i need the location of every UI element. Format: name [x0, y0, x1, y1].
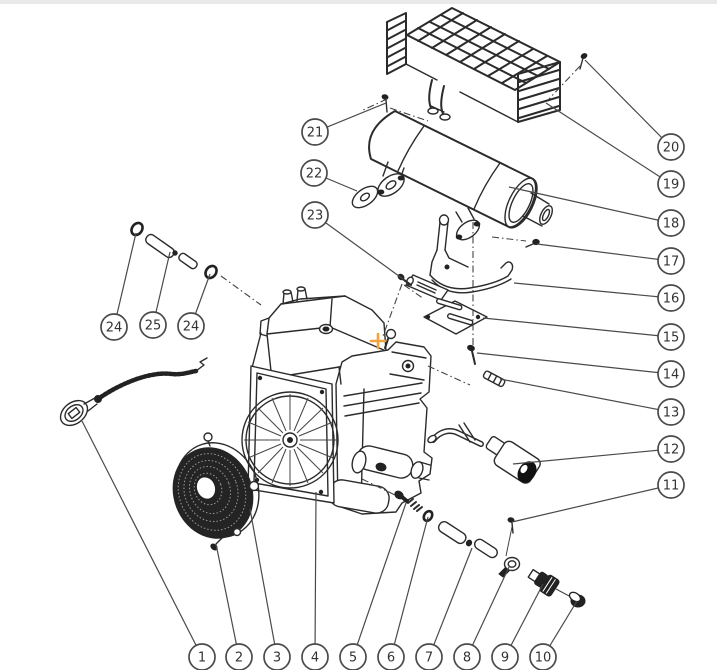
callout-number: 1 — [198, 651, 206, 666]
leader-line-7-6 — [428, 547, 473, 658]
callout-21-20[interactable]: 21 — [301, 118, 329, 146]
callout-number: 7 — [425, 651, 433, 666]
callout-4-3[interactable]: 4 — [301, 643, 329, 670]
callout-24-25[interactable]: 24 — [177, 312, 205, 340]
callout-number: 22 — [306, 167, 323, 182]
leader-line-20-19 — [584, 59, 672, 148]
callout-1-0[interactable]: 1 — [188, 643, 216, 670]
leader-line-24-23 — [113, 232, 137, 328]
callout-number: 15 — [663, 331, 680, 346]
callout-number: 2 — [235, 651, 243, 666]
callout-14-13[interactable]: 14 — [657, 360, 685, 388]
callout-number: 18 — [663, 217, 680, 232]
callout-17-16[interactable]: 17 — [657, 247, 685, 275]
callout-number: 8 — [463, 651, 471, 666]
leader-line-1-0 — [81, 420, 203, 658]
pin-and-washers-drawing — [130, 221, 218, 280]
leader-line-18-17 — [508, 186, 672, 224]
callout-19-18[interactable]: 19 — [657, 170, 685, 198]
leader-line-4-3 — [314, 491, 317, 658]
leader-line-19-18 — [545, 102, 672, 185]
callout-number: 17 — [663, 255, 680, 270]
callout-number: 25 — [145, 319, 162, 334]
callout-24-23[interactable]: 24 — [100, 313, 128, 341]
leader-line-5-4 — [352, 502, 407, 658]
callout-12-11[interactable]: 12 — [657, 435, 685, 463]
leader-line-17-16 — [536, 243, 672, 262]
click-marker — [369, 332, 387, 350]
callout-number: 24 — [106, 321, 123, 336]
callout-number: 3 — [273, 651, 281, 666]
callout-23-22[interactable]: 23 — [301, 201, 329, 229]
leader-line-2-1 — [215, 543, 240, 658]
callout-13-12[interactable]: 13 — [657, 398, 685, 426]
exhaust-gasket-drawing — [351, 185, 379, 209]
muffler-bracket-drawing — [405, 214, 514, 301]
callout-number: 5 — [349, 651, 357, 666]
callout-3-2[interactable]: 3 — [263, 643, 291, 670]
leader-line-11-10 — [511, 484, 672, 523]
dash-dot-lines — [220, 65, 581, 497]
muffler-guard-drawing — [386, 7, 561, 123]
callout-2-1[interactable]: 2 — [225, 643, 253, 670]
engine-assembly-drawing — [241, 286, 433, 515]
spark-plug-tool-drawing — [427, 422, 541, 484]
callout-18-17[interactable]: 18 — [657, 209, 685, 237]
callout-7-6[interactable]: 7 — [415, 643, 443, 670]
callout-number: 24 — [183, 320, 200, 335]
callout-16-15[interactable]: 16 — [657, 284, 685, 312]
callout-22-21[interactable]: 22 — [300, 159, 328, 187]
callout-8-7[interactable]: 8 — [453, 643, 481, 670]
leader-line-14-13 — [476, 352, 672, 375]
callout-15-14[interactable]: 15 — [657, 323, 685, 351]
callout-number: 21 — [307, 126, 324, 141]
callout-number: 9 — [501, 651, 509, 666]
muffler-drawing — [368, 110, 553, 241]
fan-wheel — [241, 391, 339, 489]
callout-number: 6 — [387, 651, 395, 666]
callout-number: 14 — [663, 368, 680, 383]
callout-number: 16 — [663, 292, 680, 307]
leader-line-13-12 — [499, 378, 672, 413]
callout-number: 13 — [663, 406, 680, 421]
leader-line-3-2 — [249, 508, 278, 658]
callout-10-9[interactable]: 10 — [529, 643, 557, 670]
recoil-handle-drawing — [59, 357, 208, 427]
callout-number: 4 — [311, 651, 319, 666]
heat-shield-drawing — [423, 298, 488, 335]
leader-line-15-14 — [482, 317, 672, 338]
callout-25-24[interactable]: 25 — [139, 311, 167, 339]
leader-line-16-15 — [513, 282, 672, 299]
callout-number: 10 — [535, 651, 552, 666]
top-border-strip — [0, 0, 717, 4]
hardware-small-parts-drawing — [394, 490, 586, 608]
callout-number: 19 — [663, 178, 680, 193]
callout-6-5[interactable]: 6 — [377, 643, 405, 670]
callout-11-10[interactable]: 11 — [657, 471, 685, 499]
leader-line-6-5 — [390, 516, 429, 658]
fan-screen-drawing — [172, 432, 260, 539]
callout-number: 12 — [663, 443, 680, 458]
leader-line-12-11 — [512, 448, 672, 465]
leader-line-23-22 — [314, 214, 404, 280]
callout-9-8[interactable]: 9 — [491, 643, 519, 670]
leader-line-8-7 — [466, 566, 510, 658]
callout-20-19[interactable]: 20 — [657, 133, 685, 161]
callout-5-4[interactable]: 5 — [339, 643, 367, 670]
callout-number: 20 — [663, 141, 680, 156]
callout-number: 11 — [663, 479, 680, 494]
leader-lines — [81, 59, 672, 658]
callout-number: 23 — [307, 209, 324, 224]
